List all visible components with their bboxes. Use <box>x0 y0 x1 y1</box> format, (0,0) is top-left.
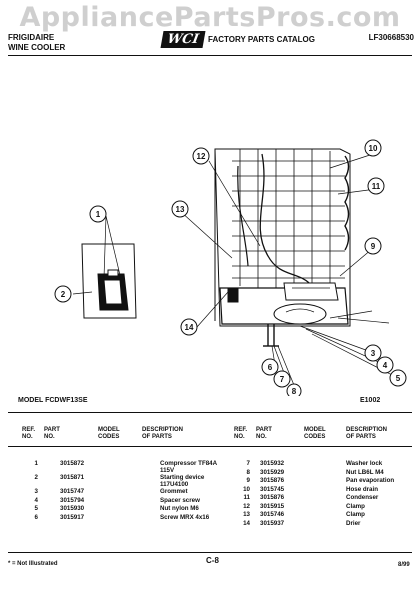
ref-no: 14 <box>243 519 250 527</box>
callout-10: 10 <box>369 144 378 153</box>
header-part-left: PART NO. <box>44 427 60 440</box>
ref-no: 13 <box>243 511 250 518</box>
part-no: 3015932 <box>260 460 285 467</box>
revision-date: 8/99 <box>398 562 410 568</box>
model-label: MODEL FCDWF13SE <box>18 397 88 404</box>
callout-1: 1 <box>96 210 101 219</box>
part-description: Pan evaporation <box>346 477 395 484</box>
brand-name: FRIGIDAIRE <box>8 33 55 42</box>
parts-diagram: 1 2 3 4 5 6 7 8 9 10 11 12 13 14 <box>54 139 407 396</box>
header-center: WCI FACTORY PARTS CATALOG <box>160 31 315 48</box>
table-top-rule <box>8 412 412 413</box>
callout-7: 7 <box>280 375 285 384</box>
header-ref-left: REF. NO. <box>22 427 36 440</box>
part-description: Drier <box>346 519 361 527</box>
ref-no: 10 <box>243 485 250 493</box>
table-header-rule <box>8 446 412 447</box>
header-codes-right: MODEL CODES <box>304 427 326 440</box>
part-no: 3015930 <box>60 505 85 512</box>
callout-14: 14 <box>185 323 194 332</box>
part-description: Grommet <box>160 488 188 495</box>
part-no: 3015929 <box>260 468 285 476</box>
part-no: 3015746 <box>260 511 285 518</box>
part-description: Spacer screw <box>160 496 200 504</box>
ref-no: 1 <box>34 460 38 467</box>
header-part-right: PART NO. <box>256 427 272 440</box>
part-no: 3015747 <box>60 488 85 495</box>
callout-9: 9 <box>371 242 376 251</box>
callout-2: 2 <box>61 290 66 299</box>
part-description: Clamp <box>346 502 365 510</box>
callout-3: 3 <box>371 349 376 358</box>
header-rule <box>8 55 412 56</box>
part-no: 3015876 <box>260 494 285 501</box>
part-no: 3015745 <box>260 485 285 493</box>
part-no: 3015871 <box>60 474 85 481</box>
header-codes-left: MODEL CODES <box>98 427 120 440</box>
callout-6: 6 <box>268 363 273 372</box>
ref-no: 11 <box>243 494 250 501</box>
part-description: Screw MRX 4x16 <box>160 513 210 521</box>
catalog-id: LF30668530 <box>368 33 414 42</box>
callout-4: 4 <box>383 361 388 370</box>
page-number: C-8 <box>206 556 219 565</box>
header-ref-right: REF. NO. <box>234 427 248 440</box>
ref-no: 8 <box>246 468 250 476</box>
part-no: 3015794 <box>60 496 85 504</box>
ref-no: 9 <box>246 477 250 484</box>
part-no: 3015915 <box>260 502 285 510</box>
part-description: Nut nylon M6 <box>160 505 199 512</box>
part-description: Hose drain <box>346 485 378 493</box>
part-no: 3015872 <box>60 460 85 467</box>
ref-no: 3 <box>34 488 38 495</box>
callout-12: 12 <box>197 152 206 161</box>
wci-logo: WCI <box>160 31 206 48</box>
callout-11: 11 <box>372 182 381 191</box>
part-description: Clamp <box>346 511 365 518</box>
part-no: 3015937 <box>260 519 285 527</box>
ref-no: 6 <box>34 513 38 521</box>
part-no: 3015917 <box>60 513 85 521</box>
ref-no: 5 <box>34 505 38 512</box>
ref-no: 2 <box>34 474 38 481</box>
part-description: Condenser <box>346 494 379 501</box>
callout-5: 5 <box>396 374 401 383</box>
part-description: Nut LB6L M4 <box>346 468 384 476</box>
part-description: Compressor TF84A 115V <box>160 460 218 474</box>
catalog-title: FACTORY PARTS CATALOG <box>208 34 315 44</box>
callout-8: 8 <box>292 387 297 396</box>
figure-code: E1002 <box>360 397 381 404</box>
watermark: AppliancePartsPros.com <box>19 2 401 33</box>
callout-13: 13 <box>176 205 185 214</box>
table-bottom-rule <box>8 552 412 553</box>
header-desc-left: DESCRIPTION OF PARTS <box>142 427 184 440</box>
ref-no: 12 <box>243 502 250 510</box>
header-left: FRIGIDAIRE WINE COOLER <box>8 33 65 53</box>
part-description: Washer lock <box>346 460 383 467</box>
not-illustrated-note: * = Not Illustrated <box>8 561 58 567</box>
ref-no: 7 <box>246 460 250 467</box>
part-no: 3015876 <box>260 477 285 484</box>
ref-no: 4 <box>34 496 38 504</box>
header-desc-right: DESCRIPTION OF PARTS <box>346 427 388 440</box>
part-description: Starting device 117U4100 <box>160 474 205 488</box>
product-name: WINE COOLER <box>8 43 66 52</box>
